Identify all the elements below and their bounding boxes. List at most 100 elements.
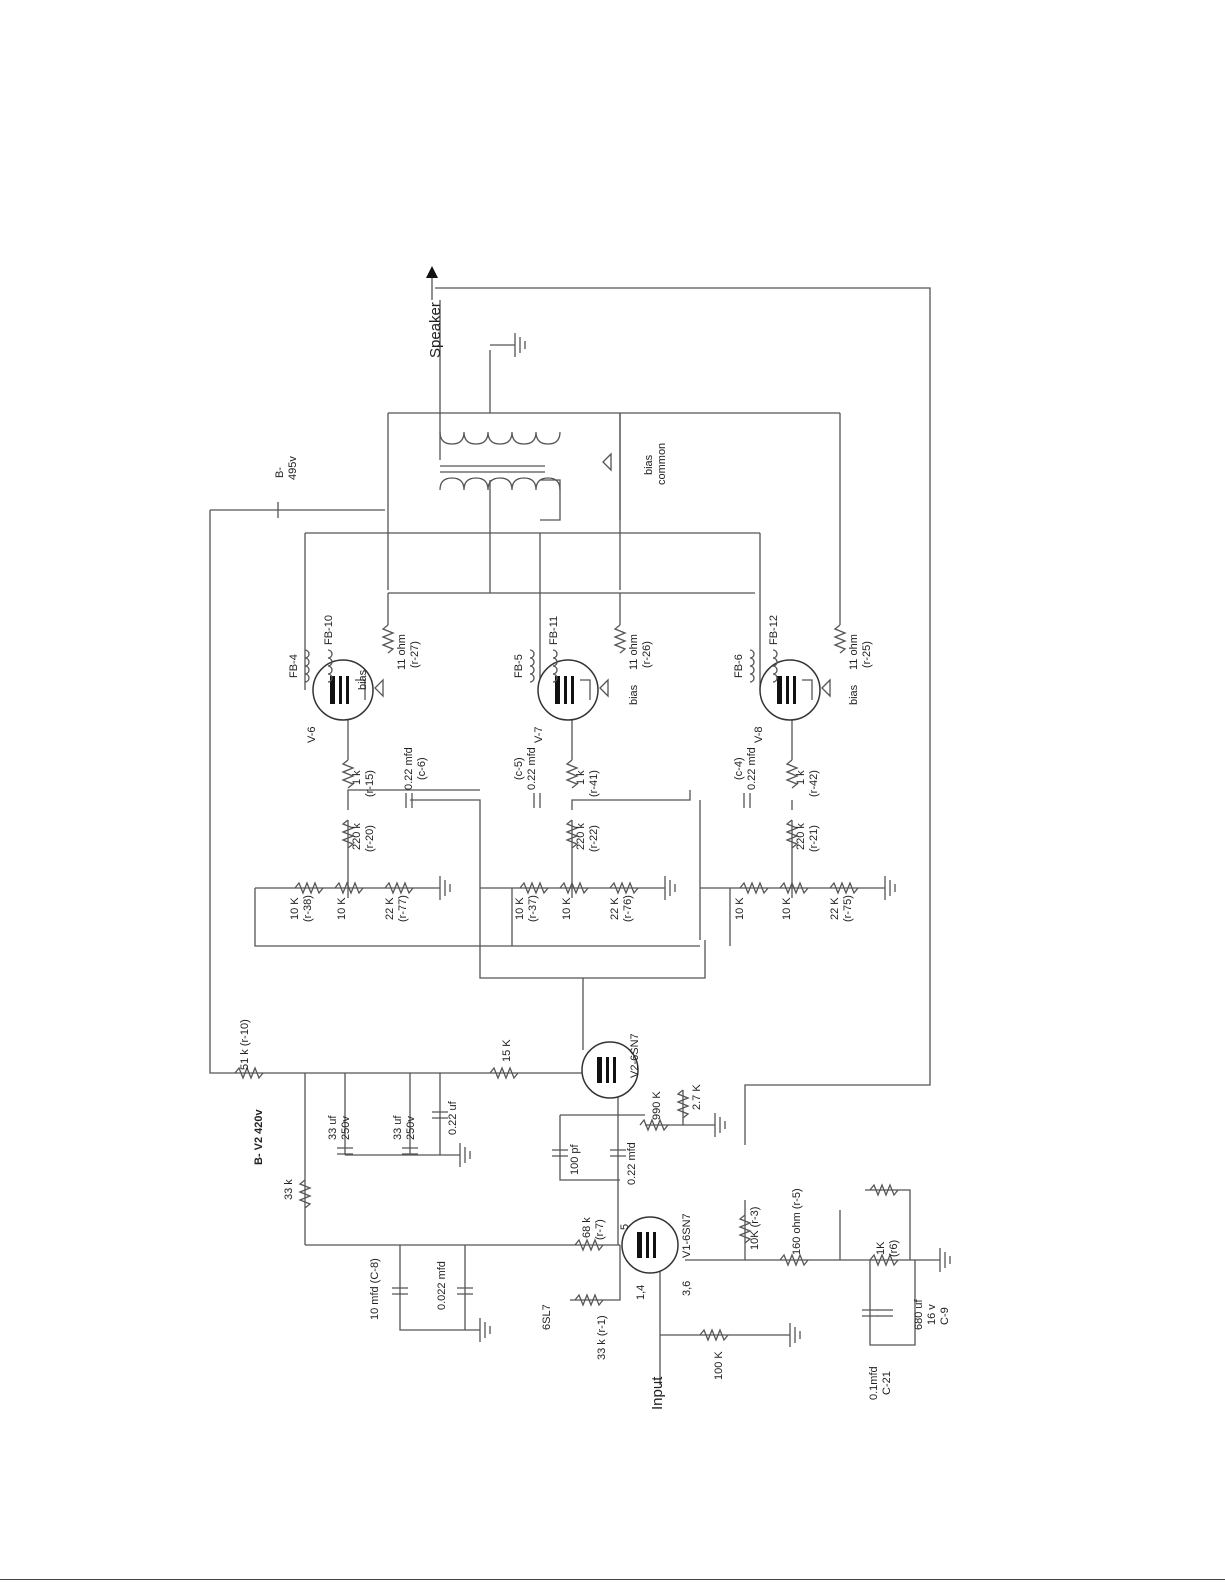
capacitors [337, 793, 893, 1317]
r22-value: 220 k [575, 823, 587, 850]
c8-label: 10 mfd (C-8) [369, 1258, 381, 1320]
r15-id: (r-15) [364, 770, 376, 797]
v1-pin36-label: 3,6 [681, 1281, 693, 1296]
r75-value: 22 K [829, 897, 841, 920]
fb12-label: FB-12 [768, 615, 780, 645]
r6-value: 1K [875, 1241, 887, 1255]
ferrite-beads [304, 649, 778, 683]
c4-id: (c-4) [733, 757, 745, 780]
c5-value: 0.22 mfd [526, 747, 538, 790]
r33k-label: 33 k [283, 1179, 295, 1200]
tube-v7-label: V-7 [533, 726, 545, 743]
c33b-voltage: 250v [405, 1116, 417, 1140]
r68k-value: 68 k [581, 1217, 593, 1238]
r27-id: (r-27) [409, 641, 421, 668]
v1-pin14-label: 1,4 [635, 1285, 647, 1300]
r1-label: 33 k (r-1) [596, 1315, 608, 1360]
c33a-value: 33 uf [327, 1115, 339, 1140]
labels: Speaker Input B- 495v B- V2 420v bias co… [239, 302, 951, 1410]
r6-id: (r6) [888, 1240, 900, 1257]
tube-v1-label: V1-6SN7 [681, 1213, 693, 1258]
bias-symbols [374, 452, 831, 698]
r75-id: (r-75) [842, 895, 854, 922]
b-minus-top-voltage: 495v [287, 456, 299, 480]
b-minus-top-label: B- [274, 467, 286, 478]
fb10-label: FB-10 [323, 615, 335, 645]
c9-id: C-9 [939, 1307, 951, 1325]
r26-value: 11 ohm [628, 634, 640, 670]
r25-id: (r-25) [861, 641, 873, 668]
c33b-value: 33 uf [392, 1115, 404, 1140]
r41-id: (r-41) [588, 770, 600, 797]
r27-value: 11 ohm [396, 634, 408, 670]
wiring [209, 287, 940, 1385]
r77-id: (r-77) [397, 895, 409, 922]
page-bottom-rule [0, 1579, 1225, 1580]
c022-label: 0.22 uf [447, 1100, 459, 1135]
tube-v8-label: V-8 [753, 726, 765, 743]
bias-v7: bias [628, 684, 640, 705]
r42-id: (r-42) [808, 770, 820, 797]
alt-tube-label: 6SL7 [541, 1304, 553, 1330]
r15k-label: 15 K [501, 1039, 513, 1062]
r27k-label: 2.7 K [691, 1084, 703, 1110]
speaker-arrow [426, 266, 438, 278]
bias-common-label-1: bias [643, 454, 655, 475]
r990k-label: 990 K [651, 1091, 663, 1120]
input-label: Input [649, 1376, 666, 1410]
c9-value: 680 uf [913, 1298, 925, 1330]
tube-v2 [581, 1041, 639, 1099]
pot-stage2: 10 K [561, 897, 573, 920]
b-minus-v2-label: B- V2 420v [253, 1108, 265, 1165]
r20-value: 220 k [351, 823, 363, 850]
r100k-label: 100 K [713, 1351, 725, 1380]
r37-id: (r-37) [527, 895, 539, 922]
fb5-label: FB-5 [513, 654, 525, 678]
tube-v8 [759, 659, 821, 721]
r37-value: 10 K [514, 897, 526, 920]
tube-v7 [537, 659, 599, 721]
bias-v8: bias [848, 684, 860, 705]
tube-v6-label: V-6 [306, 726, 318, 743]
r3-label: 10K (r-3) [749, 1207, 761, 1250]
r21-value: 220 k [795, 823, 807, 850]
r22-id: (r-22) [588, 825, 600, 852]
r38-value: 10 K [289, 897, 301, 920]
r76-id: (r-76) [622, 895, 634, 922]
resistors [234, 624, 899, 1342]
fb6-label: FB-6 [733, 654, 745, 678]
c5-id: (c-5) [513, 757, 525, 780]
r68k-id: (r-7) [594, 1219, 606, 1240]
r38-id: (r-38) [302, 895, 314, 922]
fb11-label: FB-11 [548, 616, 560, 645]
r10-label: 51 k (r-10) [239, 1019, 251, 1070]
c9-voltage: 16 v [926, 1304, 938, 1325]
tube-v2-label: V2-6SN7 [629, 1033, 641, 1078]
r77-value: 22 K [384, 897, 396, 920]
output-transformer [439, 431, 561, 491]
c0022-label: 0.022 mfd [436, 1261, 448, 1310]
tube-v1 [621, 1216, 679, 1274]
c21-value: 0.1mfd [868, 1366, 880, 1400]
tube-v6 [312, 659, 374, 721]
c6-value: 0.22 mfd [403, 747, 415, 790]
v1-pin5-label: 5 [619, 1224, 631, 1230]
ground-symbols [439, 333, 951, 1347]
r20-id: (r-20) [364, 825, 376, 852]
c4-value: 0.22 mfd [746, 747, 758, 790]
bias-v6: bias [357, 669, 369, 690]
bias-common-label-2: common [656, 443, 668, 485]
r15-value: 1 k [351, 770, 363, 785]
r10k-stage3-value: 10 K [734, 897, 746, 920]
r76-value: 22 K [609, 897, 621, 920]
r26-id: (r-26) [641, 641, 653, 668]
r5-label: 160 ohm (r-5) [791, 1188, 803, 1255]
fb4-label: FB-4 [288, 654, 300, 678]
pot-stage1: 10 K [336, 897, 348, 920]
r42-value: 1 k [795, 770, 807, 785]
r41-value: 1 k [575, 770, 587, 785]
c100pf-label: 100 pf [569, 1143, 581, 1175]
c022mfd-label: 0.22 mfd [626, 1142, 638, 1185]
pot-stage3: 10 K [781, 897, 793, 920]
